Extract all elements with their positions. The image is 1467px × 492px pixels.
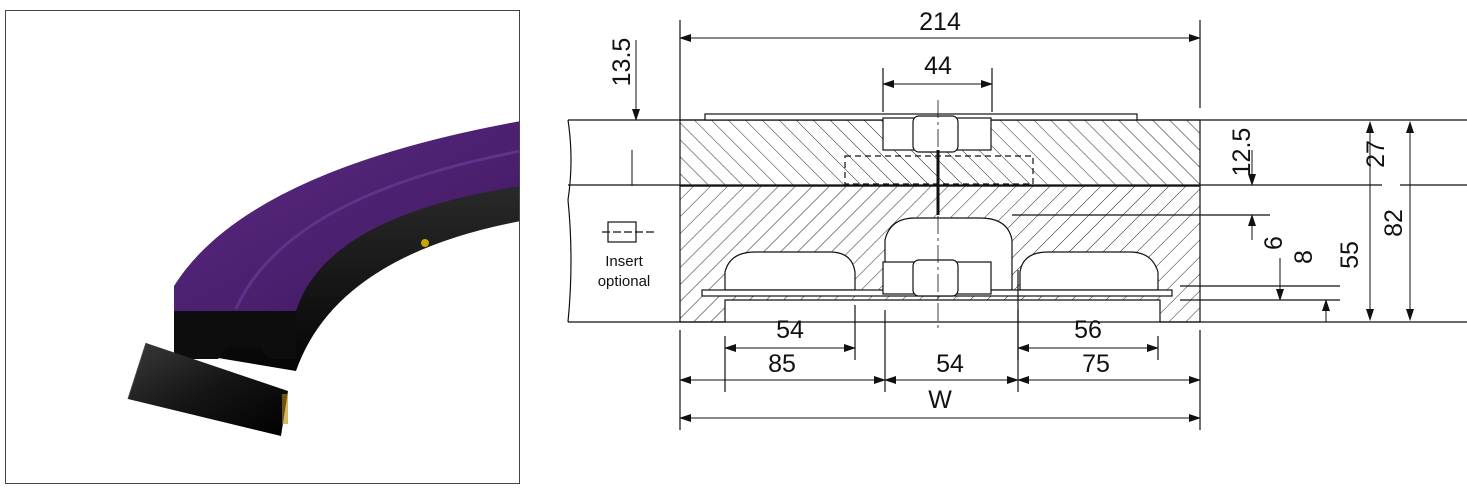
rail-end-profile xyxy=(174,311,296,359)
rail-top-surface xyxy=(174,121,519,311)
curved-rail-illustration xyxy=(127,121,519,436)
yellow-marker-icon xyxy=(421,239,429,247)
insert-label-line1: Insert xyxy=(605,253,643,270)
dim-56: 56 xyxy=(1074,316,1102,344)
dim-12-5: 12.5 xyxy=(1228,128,1256,177)
dim-27: 27 xyxy=(1362,140,1390,168)
left-cavity xyxy=(724,251,856,291)
product-photo-frame xyxy=(5,10,520,484)
dim-85: 85 xyxy=(768,350,796,378)
dim-8: 8 xyxy=(1290,250,1318,264)
detached-slide-piece xyxy=(128,343,288,436)
dim-214: 214 xyxy=(919,8,961,36)
insert-label-line2: optional xyxy=(598,273,651,290)
dim-55: 55 xyxy=(1336,241,1364,269)
technical-drawing: 214 13.5 44 12.5 27 82 55 6 8 54 85 54 5… xyxy=(567,8,1467,430)
right-cavity xyxy=(1019,251,1159,291)
dim-13-5: 13.5 xyxy=(608,38,636,87)
dim-75: 75 xyxy=(1082,350,1110,378)
dim-54-center: 54 xyxy=(936,350,964,378)
dim-54-left: 54 xyxy=(776,316,804,344)
dim-w: W xyxy=(928,386,952,414)
dim-6: 6 xyxy=(1260,236,1288,250)
dim-44: 44 xyxy=(924,52,952,80)
dim-82: 82 xyxy=(1380,209,1408,237)
